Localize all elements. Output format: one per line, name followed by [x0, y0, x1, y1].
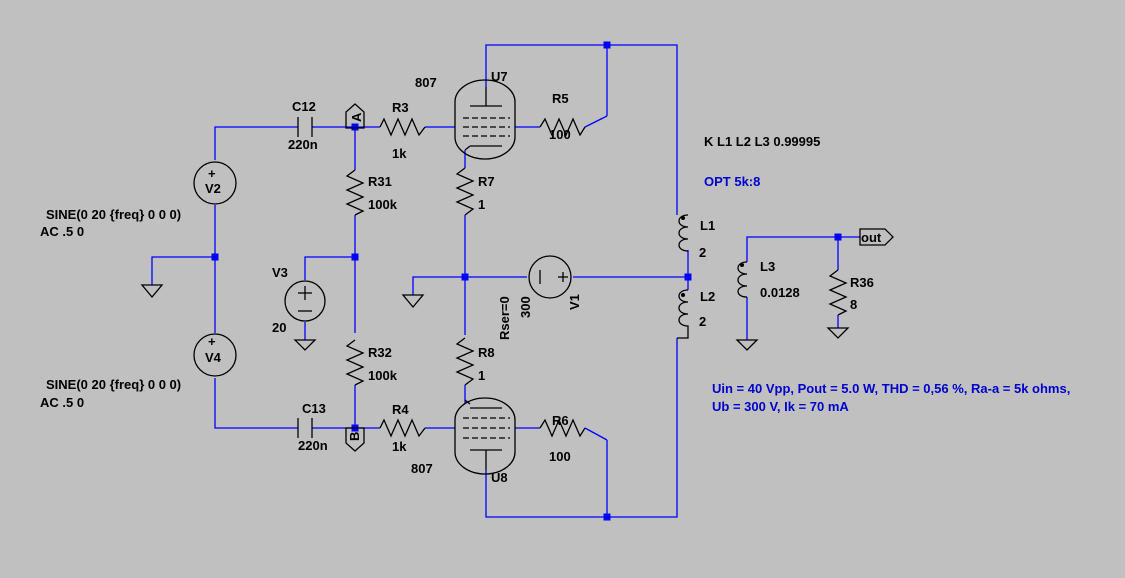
wires: [151, 44, 860, 518]
v4-ac: AC .5 0: [40, 395, 84, 410]
r5-value: 100: [549, 127, 571, 142]
net-label-out[interactable]: out: [859, 228, 894, 246]
svg-text:B: B: [347, 432, 362, 441]
v2-ac: AC .5 0: [40, 224, 84, 239]
inductor-l2[interactable]: [677, 289, 689, 339]
c12-value: 220n: [288, 137, 318, 152]
resistor-r36[interactable]: [828, 269, 848, 316]
c12-name: C12: [292, 99, 316, 114]
r5-name: R5: [552, 91, 569, 106]
svg-text:out: out: [861, 230, 882, 245]
v3-name: V3: [272, 265, 288, 280]
l2-value: 2: [699, 314, 706, 329]
net-label-b[interactable]: B: [345, 427, 365, 452]
note-line-2: Ub = 300 V, Ik = 70 mA: [712, 399, 849, 414]
capacitor-c12[interactable]: [297, 117, 313, 137]
resistor-r4[interactable]: [379, 418, 426, 438]
source-v3[interactable]: [284, 280, 326, 322]
v2-value: SINE(0 20 {freq} 0 0 0): [46, 207, 181, 222]
r7-value: 1: [478, 197, 485, 212]
u7-value: 807: [415, 75, 437, 90]
r32-value: 100k: [368, 368, 398, 383]
l1-value: 2: [699, 245, 706, 260]
u8-value: 807: [411, 461, 433, 476]
tube-u7[interactable]: [454, 79, 516, 160]
resistor-r7[interactable]: [455, 167, 475, 216]
r3-name: R3: [392, 100, 409, 115]
r6-value: 100: [549, 449, 571, 464]
inductor-l1[interactable]: [678, 214, 689, 252]
net-label-a[interactable]: A: [345, 103, 365, 129]
resistor-r8[interactable]: [455, 337, 475, 386]
plus-icon: +: [208, 166, 216, 181]
resistor-r3[interactable]: [379, 117, 426, 137]
l3-value: 0.0128: [760, 285, 800, 300]
v3-value: 20: [272, 320, 286, 335]
source-v1[interactable]: [528, 255, 572, 299]
coupling-directive: K L1 L2 L3 0.99995: [704, 134, 820, 149]
r3-value: 1k: [392, 146, 407, 161]
r36-name: R36: [850, 275, 874, 290]
r31-name: R31: [368, 174, 392, 189]
r7-name: R7: [478, 174, 495, 189]
source-v4[interactable]: + V4: [193, 333, 237, 377]
svg-text:A: A: [349, 112, 364, 122]
resistor-r6[interactable]: [539, 418, 586, 438]
r36-value: 8: [850, 297, 857, 312]
v2-name: V2: [205, 181, 221, 196]
ground-symbols: [140, 284, 850, 351]
r8-name: R8: [478, 345, 495, 360]
c13-value: 220n: [298, 438, 328, 453]
l3-name: L3: [760, 259, 775, 274]
v4-value: SINE(0 20 {freq} 0 0 0): [46, 377, 181, 392]
r6-name: R6: [552, 413, 569, 428]
l1-name: L1: [700, 218, 715, 233]
resistor-r32[interactable]: [345, 339, 365, 386]
r31-value: 100k: [368, 197, 398, 212]
plus-icon: +: [208, 334, 216, 349]
r4-value: 1k: [392, 439, 407, 454]
c13-name: C13: [302, 401, 326, 416]
r32-name: R32: [368, 345, 392, 360]
source-v2[interactable]: + V2: [193, 161, 237, 205]
r8-value: 1: [478, 368, 485, 383]
inductor-l3[interactable]: [737, 261, 748, 298]
v1-value: 300: [518, 296, 533, 318]
v4-name: V4: [205, 350, 222, 365]
u7-name: U7: [491, 69, 508, 84]
tube-u8[interactable]: [454, 397, 516, 475]
resistor-r5[interactable]: [539, 117, 586, 137]
v1-rser: Rser=0: [497, 296, 512, 340]
u8-name: U8: [491, 470, 508, 485]
l2-name: L2: [700, 289, 715, 304]
r4-name: R4: [392, 402, 409, 417]
capacitor-c13[interactable]: [297, 418, 313, 438]
opt-directive: OPT 5k:8: [704, 174, 760, 189]
note-line-1: Uin = 40 Vpp, Pout = 5.0 W, THD = 0,56 %…: [712, 381, 1070, 396]
v1-name: V1: [567, 294, 582, 310]
resistor-r31[interactable]: [345, 169, 365, 216]
